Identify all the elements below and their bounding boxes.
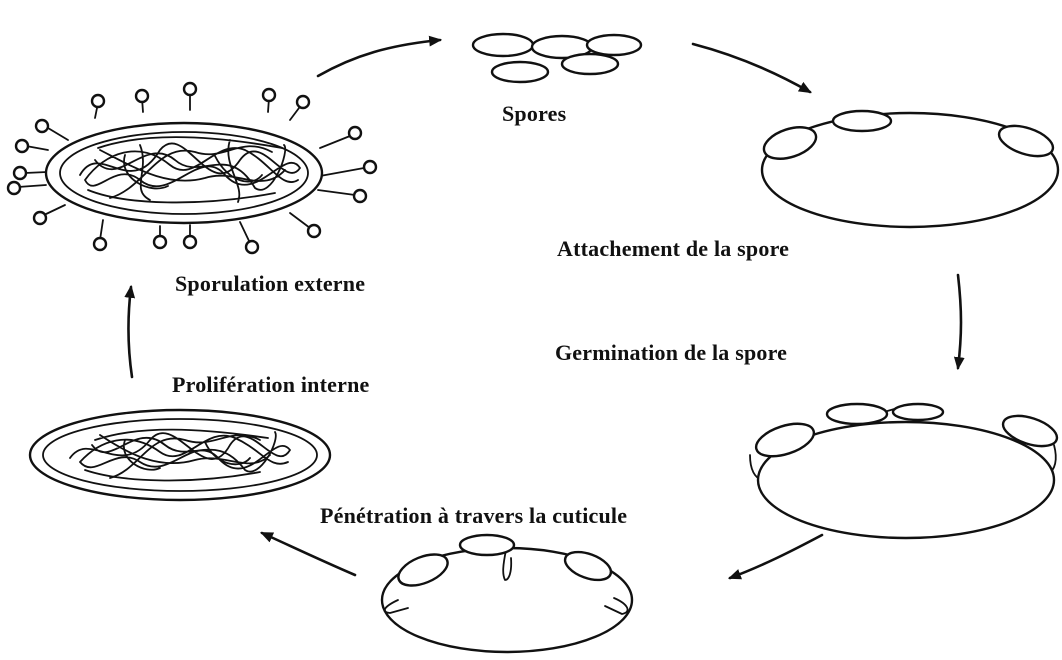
spore-5 — [562, 54, 618, 74]
label-cuticle-penetration: Pénétration à travers la cuticule — [320, 503, 627, 529]
spore-3 — [587, 35, 641, 55]
label-spore-germination: Germination de la spore — [555, 340, 787, 366]
host-sporulation — [8, 83, 376, 253]
spore-4 — [492, 62, 548, 82]
spore-1 — [473, 34, 533, 56]
host-penetration — [382, 535, 632, 652]
arrow-penetration-to-proliferation — [262, 533, 355, 575]
attached-spore-top — [833, 111, 891, 131]
host-attachment — [760, 111, 1058, 227]
host-proliferation — [30, 410, 330, 500]
penetrating-spore-top — [460, 535, 514, 555]
arrow-proliferation-to-sporulation — [128, 287, 132, 377]
label-spores: Spores — [502, 101, 566, 127]
germinating-spore-top-left — [827, 404, 887, 424]
label-spore-attachment: Attachement de la spore — [557, 236, 789, 262]
arrow-germination-to-penetration — [730, 535, 822, 578]
arrow-attachment-to-germination — [958, 275, 961, 368]
germinating-spore-top-right — [893, 404, 943, 420]
spores-group — [473, 34, 641, 82]
host-germination — [750, 404, 1061, 538]
arrow-spores-to-attachment — [693, 44, 810, 92]
label-internal-proliferation: Prolifération interne — [172, 372, 369, 398]
label-external-sporulation: Sporulation externe — [175, 271, 365, 297]
arrow-sporulation-to-spores — [318, 40, 440, 76]
